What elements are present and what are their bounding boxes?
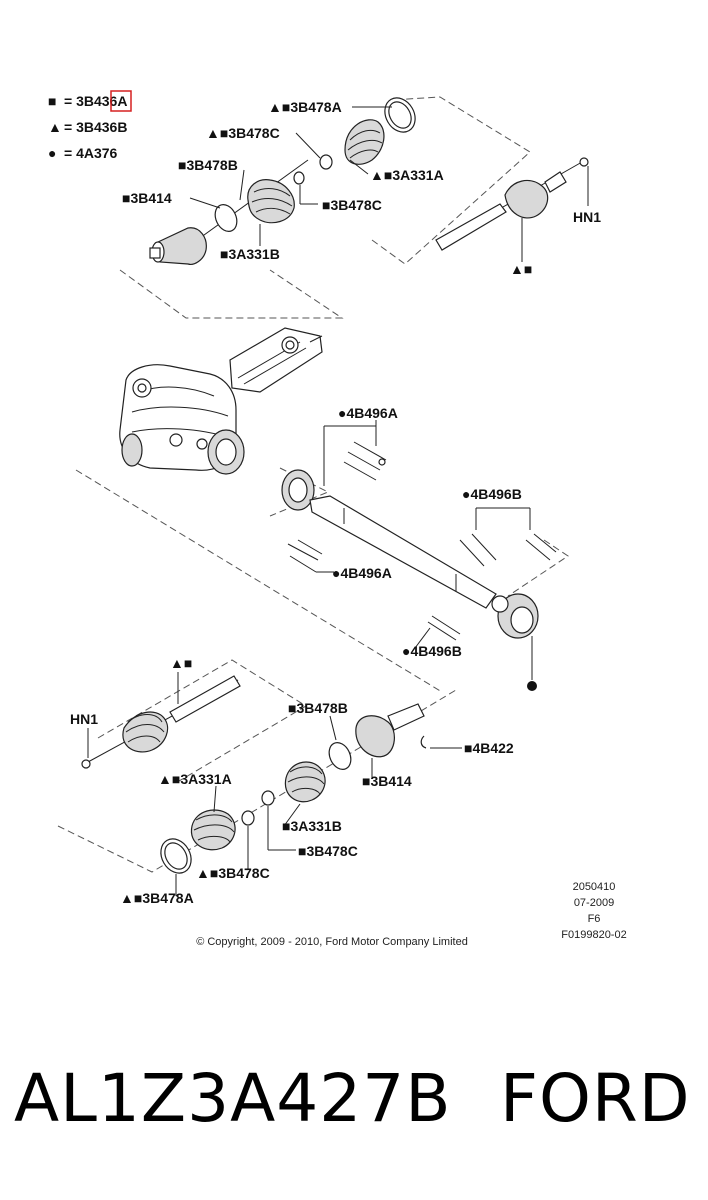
clamp-3b478b	[214, 204, 238, 232]
label-lh-3a331a: ▲■3A331A	[158, 771, 232, 787]
outer-joint-lh	[122, 711, 169, 753]
label-lh-hn1: HN1	[70, 711, 98, 727]
bolts-4b496a-top	[343, 441, 387, 481]
legend-circle-symbol: ●	[48, 145, 56, 161]
label-ds-4b496b-top: ●4B496B	[462, 486, 522, 502]
outer-joint-rh	[504, 179, 549, 219]
label-lh-3b478c-right: ■3B478C	[298, 843, 358, 859]
nut-hn1-lh	[81, 759, 91, 769]
exploded-parts-diagram: ■ = 3B436A ▲ = 3B436B ● = 4A376	[48, 90, 627, 948]
highlight-box	[110, 90, 132, 112]
label-rh-3a331b: ■3A331B	[220, 246, 280, 262]
brand-name: FORD	[500, 1060, 691, 1137]
label-rh-3b478c-top: ▲■3B478C	[206, 125, 280, 141]
bolts-4b496b-bottom	[427, 615, 461, 641]
drawing-date: 07-2009	[574, 897, 614, 909]
label-rh-3b478a: ▲■3B478A	[268, 99, 342, 115]
label-ds-4b496a-mid: ●4B496A	[332, 565, 392, 581]
marker-dot-4a376	[527, 681, 537, 691]
legend-triangle-symbol: ▲	[48, 119, 62, 135]
nut-hn1-rh	[579, 157, 589, 167]
drawing-section: F6	[588, 913, 601, 925]
label-rh-3b478c-mid: ■3B478C	[322, 197, 382, 213]
drawing-number: 2050410	[573, 881, 616, 893]
legend: ■ = 3B436A ▲ = 3B436B ● = 4A376	[48, 90, 132, 161]
label-rh-shaft-symbols: ▲■	[510, 261, 532, 277]
housing-3b414-lh	[355, 715, 395, 758]
clamp-3b478c-mid	[293, 171, 305, 185]
label-lh-3b478b: ■3B478B	[288, 700, 348, 716]
clamp-3b478c-lh-right	[261, 790, 275, 806]
label-lh-3b414: ■3B414	[362, 773, 412, 789]
drawing-info: 2050410 07-2009 F6 F0199820-02	[561, 881, 626, 941]
clamp-3b478c-top	[319, 154, 333, 170]
boot-3a331b-lh	[284, 761, 326, 803]
legend-square-symbol: ■	[48, 93, 56, 109]
label-ds-4b496b-bottom: ●4B496B	[402, 643, 462, 659]
label-rh-3b414: ■3B414	[122, 190, 172, 206]
clamp-3b478c-lh-left	[241, 810, 255, 826]
bolts-4b496b-top	[459, 533, 557, 567]
rear-differential	[75, 327, 443, 693]
driveshaft-group: ●4B496A ●4B496B ●4B496A ●4B496B	[281, 405, 569, 691]
footer-caption: AL1Z3A427B FORD	[0, 1060, 708, 1150]
label-rh-3a331a: ▲■3A331A	[370, 167, 444, 183]
label-lh-3b478a: ▲■3B478A	[120, 890, 194, 906]
copyright-notice: © Copyright, 2009 - 2010, Ford Motor Com…	[196, 936, 468, 948]
drawing-reference: F0199820-02	[561, 929, 626, 941]
lh-halfshaft-group: ▲■ HN1 ■3B478B ■4B422 ■3B414 ▲■3A331A ■3…	[57, 655, 514, 906]
bolts-4b496a-mid	[287, 539, 323, 573]
label-lh-3a331b: ■3A331B	[282, 818, 342, 834]
legend-square-text: = 3B436A	[64, 93, 127, 109]
driveshaft-tube	[309, 495, 497, 609]
clamp-3b478b-lh	[328, 742, 352, 770]
boot-3a331a-lh	[190, 809, 236, 851]
label-lh-4b422: ■4B422	[464, 740, 514, 756]
label-ds-4b496a-top: ●4B496A	[338, 405, 398, 421]
label-lh-shaft-symbols: ▲■	[170, 655, 192, 671]
label-rh-3b478b: ■3B478B	[178, 157, 238, 173]
label-rh-hn1: HN1	[573, 209, 601, 225]
legend-triangle-text: = 3B436B	[64, 119, 127, 135]
clip-4b422	[420, 735, 427, 749]
label-lh-3b478c-left: ▲■3B478C	[196, 865, 270, 881]
rh-halfshaft-group: ▲■3B478A ▲■3B478C ▲■3A331A ■3B478B ■3B47…	[119, 96, 601, 319]
legend-circle-text: = 4A376	[64, 145, 118, 161]
boot-3a331b	[247, 179, 295, 224]
housing-3b414	[157, 227, 207, 265]
part-number: AL1Z3A427B	[14, 1060, 452, 1137]
